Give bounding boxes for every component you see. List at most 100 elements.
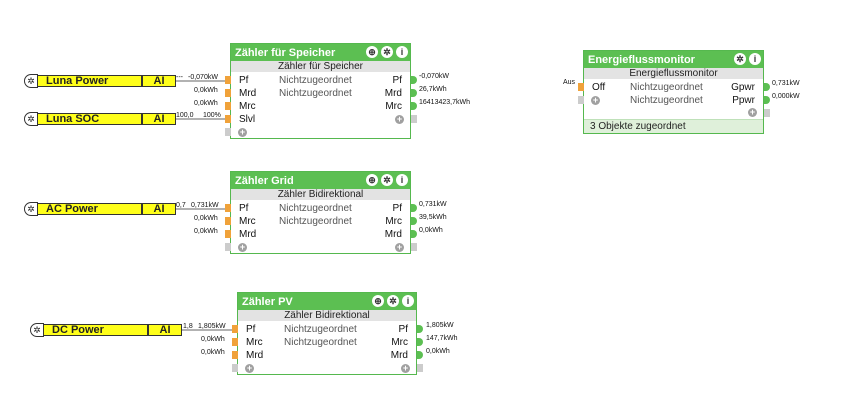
output-pin[interactable] [417, 338, 423, 346]
input-pin[interactable] [225, 217, 231, 225]
assignment: Nichtzugeordnet [279, 216, 352, 227]
block-subtitle: Energieflussmonitor [584, 68, 763, 79]
input-name: Luna SOC [38, 113, 142, 125]
input-name: DC Power [44, 324, 148, 336]
output-pin[interactable] [411, 230, 417, 238]
add-output-plus-icon[interactable]: + [748, 107, 757, 117]
input-label: Mrc [239, 101, 256, 112]
input-type: AI [142, 75, 176, 87]
info-icon[interactable]: i [396, 46, 408, 58]
input-pin[interactable] [578, 83, 584, 91]
info-icon[interactable]: i [396, 174, 408, 186]
assignment: Nichtzugeordnet [630, 82, 703, 93]
input-label: Mrc [246, 337, 263, 348]
input-pin[interactable] [225, 128, 231, 136]
block-subtitle: Zähler Bidirektional [231, 189, 410, 200]
wire-prefix: 1,8 [183, 323, 193, 330]
gear-icon[interactable]: ✲ [734, 53, 746, 65]
info-icon[interactable]: i [402, 295, 414, 307]
add-output-plus-icon[interactable]: + [401, 363, 410, 373]
input-pin[interactable] [225, 230, 231, 238]
input-tag-dc-power[interactable]: ✲ DC Power AI [30, 323, 182, 337]
block-title: Energieflussmonitor [588, 53, 695, 66]
input-label: Mrd [239, 229, 257, 240]
input-value: 0,0kWh [201, 336, 225, 343]
add-output-plus-icon[interactable]: + [395, 114, 404, 124]
input-pin[interactable] [578, 96, 584, 104]
output-pin[interactable] [764, 109, 770, 117]
output-value: 16413423,7kWh [419, 99, 470, 106]
gear-icon[interactable]: ✲ [381, 174, 393, 186]
gear-icon[interactable]: ✲ [381, 46, 393, 58]
add-input-plus-icon[interactable]: + [245, 363, 254, 373]
output-pin[interactable] [417, 364, 423, 372]
info-icon[interactable]: i [749, 53, 761, 65]
wire-value: 0,731kW [191, 202, 219, 209]
assignment: Nichtzugeordnet [279, 88, 352, 99]
output-pin[interactable] [411, 217, 417, 225]
input-pin[interactable] [225, 89, 231, 97]
input-type: AI [142, 203, 176, 215]
block-title: Zähler PV [242, 295, 293, 308]
input-pin[interactable] [225, 204, 231, 212]
output-pin[interactable] [411, 102, 417, 110]
output-label: Mrc [385, 101, 402, 112]
output-label: Pf [398, 324, 408, 335]
input-label: Pf [239, 75, 249, 86]
connector-icon[interactable]: ⊕ [366, 174, 378, 186]
input-pin[interactable] [225, 76, 231, 84]
input-tag-luna-soc[interactable]: ✲ Luna SOC AI [24, 112, 176, 126]
connector-icon[interactable]: ⊕ [366, 46, 378, 58]
input-name: AC Power [38, 203, 142, 215]
output-value: 0,731kW [772, 80, 800, 87]
output-pin[interactable] [764, 96, 770, 104]
input-label: Mrd [246, 350, 264, 361]
block-title: Zähler Grid [235, 174, 294, 187]
add-input-plus-icon[interactable]: + [238, 127, 247, 137]
input-value: 0,0kWh [194, 87, 218, 94]
input-label: Mrd [239, 88, 257, 99]
input-name: Luna Power [38, 75, 142, 87]
wire-prefix: 0,7 [176, 202, 186, 209]
input-pin[interactable] [232, 364, 238, 372]
input-tag-luna-power[interactable]: ✲ Luna Power AI [24, 74, 176, 88]
input-value: Aus [563, 79, 576, 86]
input-pin[interactable] [232, 351, 238, 359]
input-pin[interactable] [232, 338, 238, 346]
assignment: Nichtzugeordnet [279, 75, 352, 86]
output-label: Mrd [384, 88, 402, 99]
gear-icon[interactable]: ✲ [24, 74, 38, 88]
block-zaehler-grid[interactable]: Zähler Grid ⊕ ✲ i Zähler Bidirektional P… [230, 171, 411, 254]
block-zaehler-speicher[interactable]: Zähler für Speicher ⊕ ✲ i Zähler für Spe… [230, 43, 411, 139]
add-input-plus-icon[interactable]: + [238, 242, 247, 252]
output-pin[interactable] [411, 76, 417, 84]
add-input-plus-icon[interactable]: + [591, 95, 600, 105]
gear-icon[interactable]: ✲ [24, 202, 38, 216]
gear-icon[interactable]: ✲ [30, 323, 44, 337]
output-label: Gpwr [731, 82, 755, 93]
output-pin[interactable] [417, 325, 423, 333]
assignment: Nichtzugeordnet [279, 203, 352, 214]
output-value: 0,731kW [419, 201, 447, 208]
block-energieflussmonitor[interactable]: Energieflussmonitor ✲ i Energieflussmoni… [583, 50, 764, 134]
input-label: Mrc [239, 216, 256, 227]
input-pin[interactable] [225, 115, 231, 123]
connector-icon[interactable]: ⊕ [372, 295, 384, 307]
gear-icon[interactable]: ✲ [387, 295, 399, 307]
input-value: 0,0kWh [194, 215, 218, 222]
input-pin[interactable] [225, 102, 231, 110]
output-pin[interactable] [764, 83, 770, 91]
assigned-objects-footer[interactable]: 3 Objekte zugeordnet [584, 119, 763, 133]
input-tag-ac-power[interactable]: ✲ AC Power AI [24, 202, 176, 216]
output-pin[interactable] [411, 204, 417, 212]
output-pin[interactable] [411, 89, 417, 97]
add-output-plus-icon[interactable]: + [395, 242, 404, 252]
output-pin[interactable] [411, 115, 417, 123]
output-value: 1,805kW [426, 322, 454, 329]
input-pin[interactable] [232, 325, 238, 333]
input-pin[interactable] [225, 243, 231, 251]
output-pin[interactable] [417, 351, 423, 359]
gear-icon[interactable]: ✲ [24, 112, 38, 126]
output-pin[interactable] [411, 243, 417, 251]
